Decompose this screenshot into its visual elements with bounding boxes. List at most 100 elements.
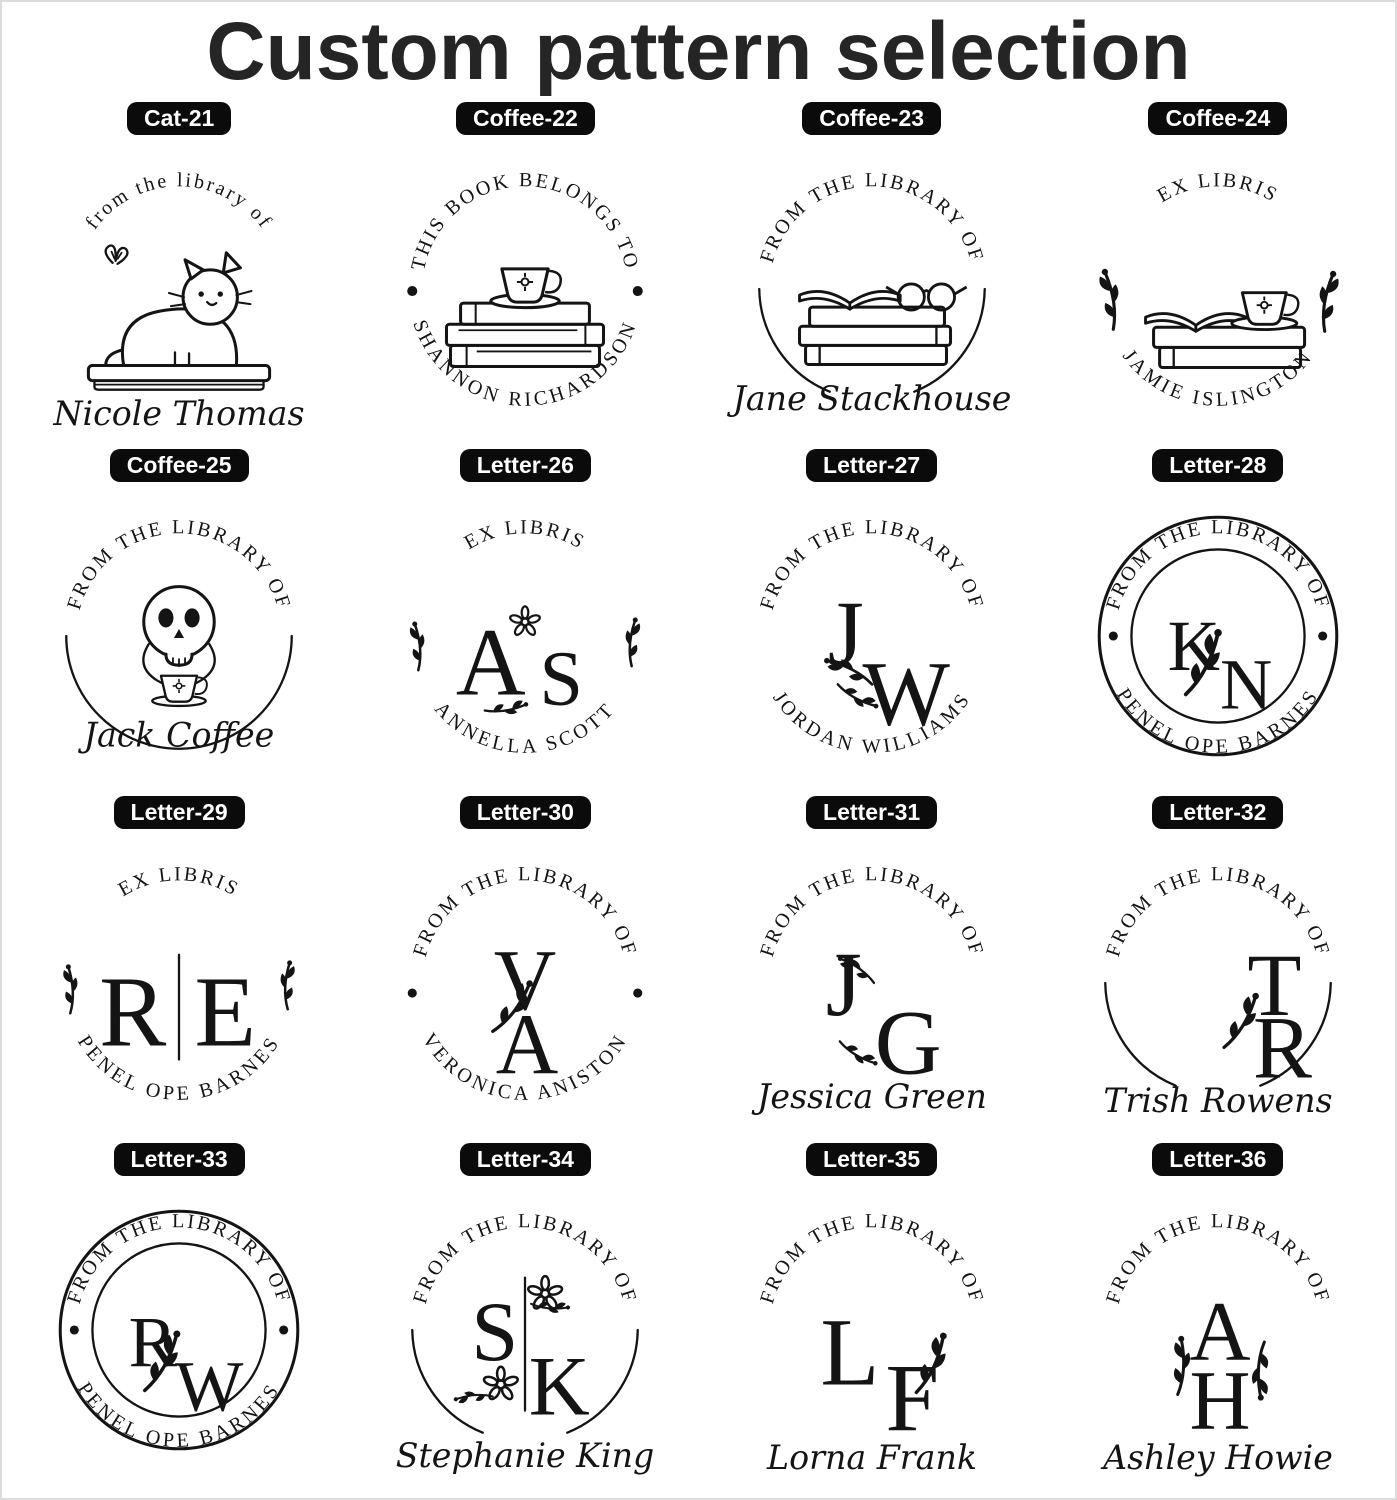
stamp-coffee-24: EX LIBRIS JAMIE ISLINGTON xyxy=(1079,169,1359,411)
stamp-card-letter-34: Letter-34 FROM THE LIBRARY OF S K Stepha… xyxy=(352,1139,698,1486)
stamp-card-letter-27: Letter-27 FROM THE LIBRARY OF J W JORDAN… xyxy=(699,445,1045,792)
inner-circle xyxy=(91,1242,267,1418)
stamp-letter-27: FROM THE LIBRARY OF J W JORDAN WILLIAMS xyxy=(756,516,988,758)
left-sprig-icon xyxy=(392,619,441,672)
stamp-letter-33: FROM THE LIBRARY OF R W PENEL OPE BARNES xyxy=(58,1209,300,1452)
teacup-on-books-floral-icon xyxy=(1143,291,1306,369)
stamp-label-text: Letter-31 xyxy=(823,798,921,825)
flourish-sprig-icon xyxy=(530,1285,573,1326)
monogram-letter-1: R xyxy=(99,955,166,1067)
stamp-name-text: Stephanie King xyxy=(396,1436,655,1475)
stamp-name-text: Trish Rowens xyxy=(1103,1081,1332,1120)
stamp-card-letter-32: Letter-32 FROM THE LIBRARY OF T R Trish … xyxy=(1045,792,1391,1139)
inner-circle xyxy=(1130,548,1306,724)
stamp-label-text: Coffee-24 xyxy=(1165,104,1271,131)
stamp-card-letter-29: Letter-29 EX LIBRIS R E PENEL OPE BARNES xyxy=(6,792,352,1139)
monogram-letter-2: F xyxy=(885,1344,939,1451)
stamp-label: Cat-21 xyxy=(126,101,232,135)
right-sprig-icon xyxy=(610,615,659,668)
stamp-card-cat-21: Cat-21 from the library of xyxy=(6,98,352,445)
monogram-letter-2: R xyxy=(1253,999,1312,1097)
arc-top-text: from the library of xyxy=(81,169,277,233)
right-dot xyxy=(633,285,644,296)
monogram-letter-1: L xyxy=(820,1298,879,1405)
monogram-letter-2: W xyxy=(862,642,950,745)
stamp-label: Coffee-25 xyxy=(109,448,249,482)
books-with-glasses-icon xyxy=(797,282,968,366)
stamp-label-text: Letter-32 xyxy=(1169,798,1267,825)
stamp-label-text: Coffee-25 xyxy=(126,451,232,478)
arc-top-text: EX LIBRIS xyxy=(461,516,590,554)
monogram-letter-2: N xyxy=(1220,643,1272,724)
monogram-letter-1: T xyxy=(1247,937,1301,1035)
arc-top-text: FROM THE LIBRARY OF xyxy=(756,863,988,959)
arc-top-text: FROM THE LIBRARY OF xyxy=(63,1210,295,1306)
outer-circle xyxy=(1097,515,1339,757)
stamp-letter-30: FROM THE LIBRARY OF V A VERONICA ANISTON xyxy=(408,863,643,1105)
monogram-letter-1: A xyxy=(1189,1286,1250,1379)
monogram-letter-1: K xyxy=(1168,605,1220,686)
stamp-label: Letter-27 xyxy=(806,448,938,482)
monogram-letter-1: S xyxy=(472,1286,519,1379)
stamp-label: Letter-32 xyxy=(1152,795,1284,829)
stamp-label-text: Letter-33 xyxy=(130,1145,228,1172)
monogram-letter-1: J xyxy=(825,933,861,1036)
stamp-coffee-22: THIS BOOK BELONGS TO SHANNON RICHARDSON xyxy=(407,169,644,411)
stamp-card-letter-35: Letter-35 FROM THE LIBRARY OF L F Lorna … xyxy=(699,1139,1045,1486)
left-dot xyxy=(1108,631,1118,641)
stamp-card-letter-33: Letter-33 FROM THE LIBRARY OF R W PENEL … xyxy=(6,1139,352,1486)
stamp-label: Letter-31 xyxy=(806,795,938,829)
stamp-letter-35: FROM THE LIBRARY OF L F Lorna Frank xyxy=(756,1210,985,1477)
stamp-letter-36: FROM THE LIBRARY OF A H Ashley Howie xyxy=(1100,1210,1333,1477)
stamp-label-text: Cat-21 xyxy=(143,104,215,131)
stamp-label-text: Letter-27 xyxy=(823,451,921,478)
stamp-card-coffee-25: Coffee-25 FROM THE LIBRARY OF Jack Coffe… xyxy=(6,445,352,792)
stamp-label: Letter-26 xyxy=(459,448,591,482)
stamp-label-text: Letter-36 xyxy=(1169,1145,1267,1172)
stamp-label: Coffee-24 xyxy=(1148,101,1288,135)
teacup-on-books-icon xyxy=(445,267,606,368)
monogram-letter-2: S xyxy=(540,634,584,721)
left-sprig-icon xyxy=(44,961,94,1015)
stamp-name-text: Ashley Howie xyxy=(1100,1438,1333,1477)
right-dot xyxy=(279,1325,289,1335)
stamp-letter-26: EX LIBRIS A S ANNELLA SCOTT xyxy=(392,516,659,758)
stamp-label: Coffee-22 xyxy=(455,101,595,135)
bottom-circle-arc xyxy=(65,634,294,750)
arc-top-text: FROM THE LIBRARY OF xyxy=(756,516,988,612)
stamp-label: Letter-29 xyxy=(113,795,245,829)
stamp-letter-31: FROM THE LIBRARY OF J G Jessica Green xyxy=(751,863,988,1116)
monogram-letter-1: A xyxy=(456,608,526,715)
right-sprig-icon xyxy=(264,957,314,1011)
left-circle-arc xyxy=(1103,981,1177,1087)
skull-with-teacup-icon xyxy=(142,584,216,707)
page-title: Custom pattern selection xyxy=(206,6,1191,97)
flourish-sprig-icon xyxy=(838,1029,880,1076)
stamp-letter-34: FROM THE LIBRARY OF S K Stephanie King xyxy=(396,1210,655,1475)
stamp-label-text: Letter-26 xyxy=(476,451,574,478)
stamp-label-text: Letter-28 xyxy=(1169,451,1267,478)
stamp-label: Letter-30 xyxy=(459,795,591,829)
stamp-label: Coffee-23 xyxy=(802,101,942,135)
stamp-card-coffee-23: Coffee-23 FROM THE LIBRARY OF Jane Stack… xyxy=(699,98,1045,445)
arc-bottom-text: PENEL OPE BARNES xyxy=(1112,684,1324,757)
stamp-label-text: Coffee-22 xyxy=(472,104,578,131)
stamp-label: Letter-33 xyxy=(113,1142,245,1176)
right-dot xyxy=(1318,631,1328,641)
arc-top-text: THIS BOOK BELONGS TO xyxy=(407,169,643,272)
flourish-sprig-icon xyxy=(452,1378,495,1418)
monogram-letter-1: R xyxy=(129,1301,178,1382)
left-sprig-icon xyxy=(1079,265,1138,331)
stamp-label-text: Letter-29 xyxy=(130,798,228,825)
monogram-letter-2: A xyxy=(496,996,559,1092)
stamp-letter-32: FROM THE LIBRARY OF T R Trish Rowens xyxy=(1102,863,1333,1120)
monogram-letter-2: W xyxy=(175,1345,244,1426)
stamp-label-text: Letter-30 xyxy=(476,798,574,825)
cat-on-book-icon xyxy=(87,251,272,391)
stamp-label: Letter-34 xyxy=(459,1142,591,1176)
stamp-label-text: Letter-35 xyxy=(823,1145,921,1172)
stamp-card-coffee-22: Coffee-22 THIS BOOK BELONGS TO SHANNON R… xyxy=(352,98,698,445)
stamp-card-letter-31: Letter-31 FROM THE LIBRARY OF J G Jessic… xyxy=(699,792,1045,1139)
arc-top-text: FROM THE LIBRARY OF xyxy=(756,169,988,265)
